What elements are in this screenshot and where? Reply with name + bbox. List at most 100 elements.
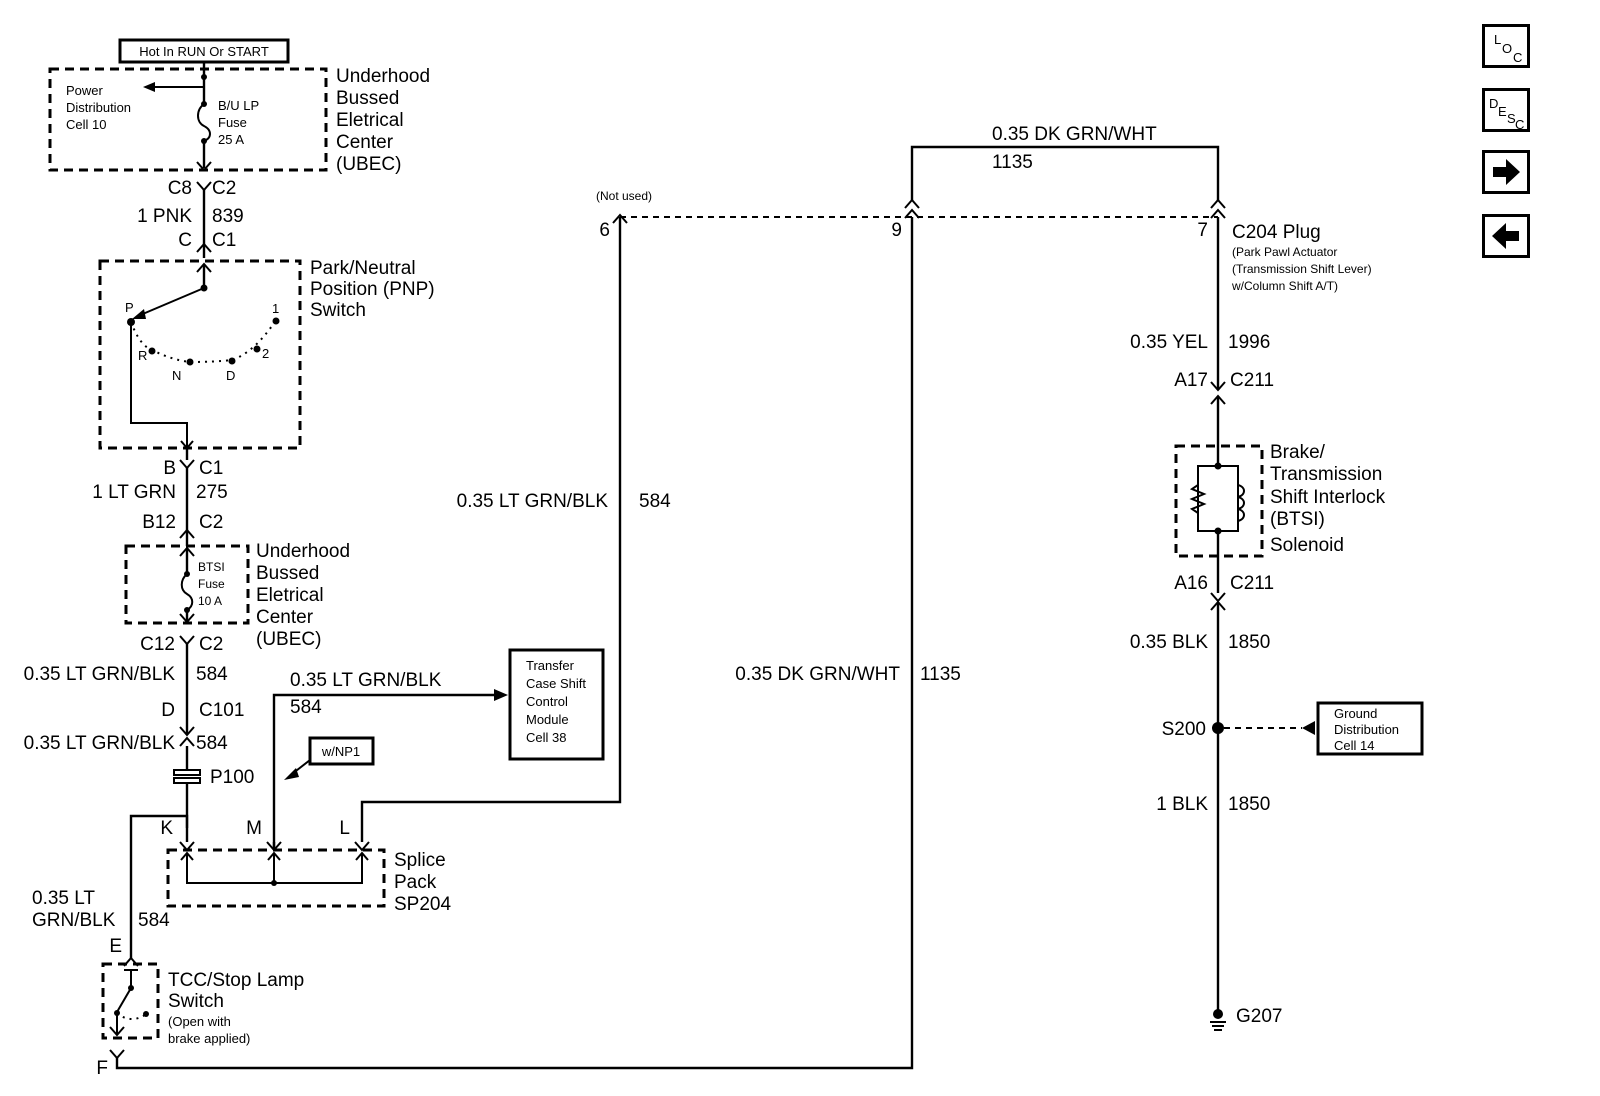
- ubec-top-title-2: Bussed: [336, 88, 399, 109]
- ground-dist-line2: Distribution: [1334, 722, 1399, 737]
- not-used-label: (Not used): [596, 189, 652, 203]
- ubec-top: Hot In RUN Or START Power Distribution C…: [48, 38, 430, 175]
- wire-1850b-circuit: 1850: [1228, 794, 1270, 815]
- ubec-top-title-5: (UBEC): [336, 154, 401, 175]
- conn-c-label: C: [178, 230, 192, 251]
- wire-1135-mid-circuit: 1135: [920, 664, 961, 685]
- wire-584c-circuit: 584: [290, 697, 322, 718]
- left-arrow-icon: [1492, 223, 1519, 249]
- conn-c211a-label: C211: [1230, 370, 1274, 391]
- wire-1135-top-gauge: 0.35 DK GRN/WHT: [992, 124, 1157, 145]
- previous-page-button[interactable]: [1482, 214, 1530, 258]
- tccm-line1: Transfer: [526, 658, 575, 673]
- ubec-mid-title-5: (UBEC): [256, 629, 321, 650]
- tccm-line3: Control: [526, 694, 568, 709]
- btsi-title-3: Shift Interlock: [1270, 487, 1386, 508]
- desc-letter-s: S: [1507, 111, 1516, 126]
- tccm-line5: Cell 38: [526, 730, 566, 745]
- wire-584b-gauge: 0.35 LT GRN/BLK: [24, 733, 176, 754]
- wire-1135-top: 0.35 DK GRN/WHT 1135: [910, 124, 1220, 200]
- right-arrow-icon: [1493, 159, 1520, 185]
- splice-s200-dot: [1212, 722, 1224, 734]
- wire-1135-top-circuit: 1135: [992, 152, 1033, 173]
- wire-1850a-gauge: 0.35 BLK: [1130, 632, 1208, 653]
- wire-1996: 0.35 YEL 1996 A17 C211: [1130, 217, 1274, 392]
- tcc-note-2: brake applied): [168, 1031, 250, 1046]
- next-page-button[interactable]: [1482, 150, 1530, 194]
- wire-584a-circuit: 584: [196, 664, 228, 685]
- ubec-mid-title-1: Underhood: [256, 541, 350, 562]
- btsi-fuse-line2: Fuse: [198, 577, 225, 591]
- btsi-title-4: (BTSI): [1270, 509, 1325, 530]
- btsi-title-2: Transmission: [1270, 464, 1382, 485]
- location-button[interactable]: L O C: [1482, 24, 1530, 68]
- pnp-pos-p: P: [125, 300, 134, 315]
- wire-275: B C1 1 LT GRN 275 B12 C2: [92, 448, 228, 546]
- pnp-switch: P R N D 2 1 Park/Neutral Position (PNP) …: [98, 258, 435, 450]
- conn-c8-label: C8: [168, 178, 192, 199]
- conn-a16-label: A16: [1174, 573, 1208, 594]
- wire-1850: A16 C211 0.35 BLK 1850 S200 Ground Distr…: [1130, 573, 1424, 1014]
- tcc-title-1: TCC/Stop Lamp: [168, 970, 304, 991]
- ubec-mid-title-2: Bussed: [256, 563, 319, 584]
- wire-584c-gauge: 0.35 LT GRN/BLK: [290, 670, 442, 691]
- description-button[interactable]: D E S C: [1482, 88, 1530, 132]
- conn-c211b-label: C211: [1230, 573, 1274, 594]
- wire-584a-gauge: 0.35 LT GRN/BLK: [24, 664, 176, 685]
- btsi-title-1: Brake/: [1270, 442, 1326, 463]
- ground-dist-line1: Ground: [1334, 706, 1377, 721]
- g207-label: G207: [1236, 1006, 1282, 1027]
- pnp-pos-2: 2: [262, 346, 269, 361]
- pnp-title-2: Position (PNP): [310, 279, 435, 300]
- s200-label: S200: [1162, 719, 1206, 740]
- conn-b-label: B: [163, 458, 176, 479]
- pnp-pos-r: R: [138, 348, 147, 363]
- wire-839-circuit: 839: [212, 206, 244, 227]
- c204-plug: (Not used) 6 9 7 C204 Plug (Park Pawl Ac…: [596, 189, 1372, 293]
- c204-note-2: (Transmission Shift Lever): [1232, 262, 1372, 276]
- loc-letter-c: C: [1513, 50, 1522, 65]
- splice-pin-l: L: [339, 818, 350, 839]
- ground-dist-line3: Cell 14: [1334, 738, 1374, 753]
- pnp-title-1: Park/Neutral: [310, 258, 416, 279]
- btsi-solenoid: Brake/ Transmission Shift Interlock (BTS…: [1174, 394, 1386, 603]
- hot-in-run-label: Hot In RUN Or START: [139, 44, 269, 59]
- power-dist-line3: Cell 10: [66, 117, 106, 132]
- splice-title-2: Pack: [394, 872, 437, 893]
- wire-1135-mid-gauge: 0.35 DK GRN/WHT: [735, 664, 900, 685]
- loc-letter-l: L: [1494, 32, 1501, 47]
- conn-d-label: D: [161, 700, 175, 721]
- wire-1996-circuit: 1996: [1228, 332, 1270, 353]
- wire-1996-gauge: 0.35 YEL: [1130, 332, 1208, 353]
- pnp-pos-1: 1: [272, 301, 279, 316]
- wire-584d-gauge-1: 0.35 LT: [32, 888, 95, 909]
- conn-c1-label: C1: [212, 230, 236, 251]
- desc-letter-d: D: [1489, 96, 1498, 111]
- wire-584-main: C12 C2 0.35 LT GRN/BLK 584 D C101 0.35 L…: [24, 634, 254, 828]
- tcc-note-1: (Open with: [168, 1014, 231, 1029]
- wire-839: C8 C2 1 PNK 839 C C1: [137, 178, 244, 258]
- conn-c101-label: C101: [199, 700, 244, 721]
- conn-c2b-label: C2: [199, 512, 223, 533]
- wire-584-tccm: 0.35 LT GRN/BLK 584 Transfer Case Shift …: [272, 648, 605, 850]
- btsi-fuse-line3: 10 A: [198, 594, 222, 608]
- splice-pack: K M L Splice Pack SP204: [129, 217, 622, 915]
- pnp-title-3: Switch: [310, 300, 366, 321]
- wire-1850a-circuit: 1850: [1228, 632, 1270, 653]
- c204-title: C204 Plug: [1232, 222, 1321, 243]
- c204-note-1: (Park Pawl Actuator: [1232, 245, 1337, 259]
- wire-584e-circuit: 584: [639, 491, 671, 512]
- ubec-mid: BTSI Fuse 10 A Underhood Bussed Eletrica…: [124, 541, 350, 650]
- conn-c1b-label: C1: [199, 458, 223, 479]
- wire-584b-circuit: 584: [196, 733, 228, 754]
- pnp-pos-d: D: [226, 368, 235, 383]
- bu-fuse-line1: B/U LP: [218, 98, 259, 113]
- pin-7-label: 7: [1197, 220, 1208, 241]
- tcc-stop-lamp-switch: TCC/Stop Lamp Switch (Open with brake ap…: [101, 956, 304, 1046]
- power-dist-line1: Power: [66, 83, 104, 98]
- wire-275-circuit: 275: [196, 482, 228, 503]
- splice-pin-m: M: [246, 818, 262, 839]
- conn-b12-label: B12: [142, 512, 176, 533]
- pin-9-label: 9: [891, 220, 902, 241]
